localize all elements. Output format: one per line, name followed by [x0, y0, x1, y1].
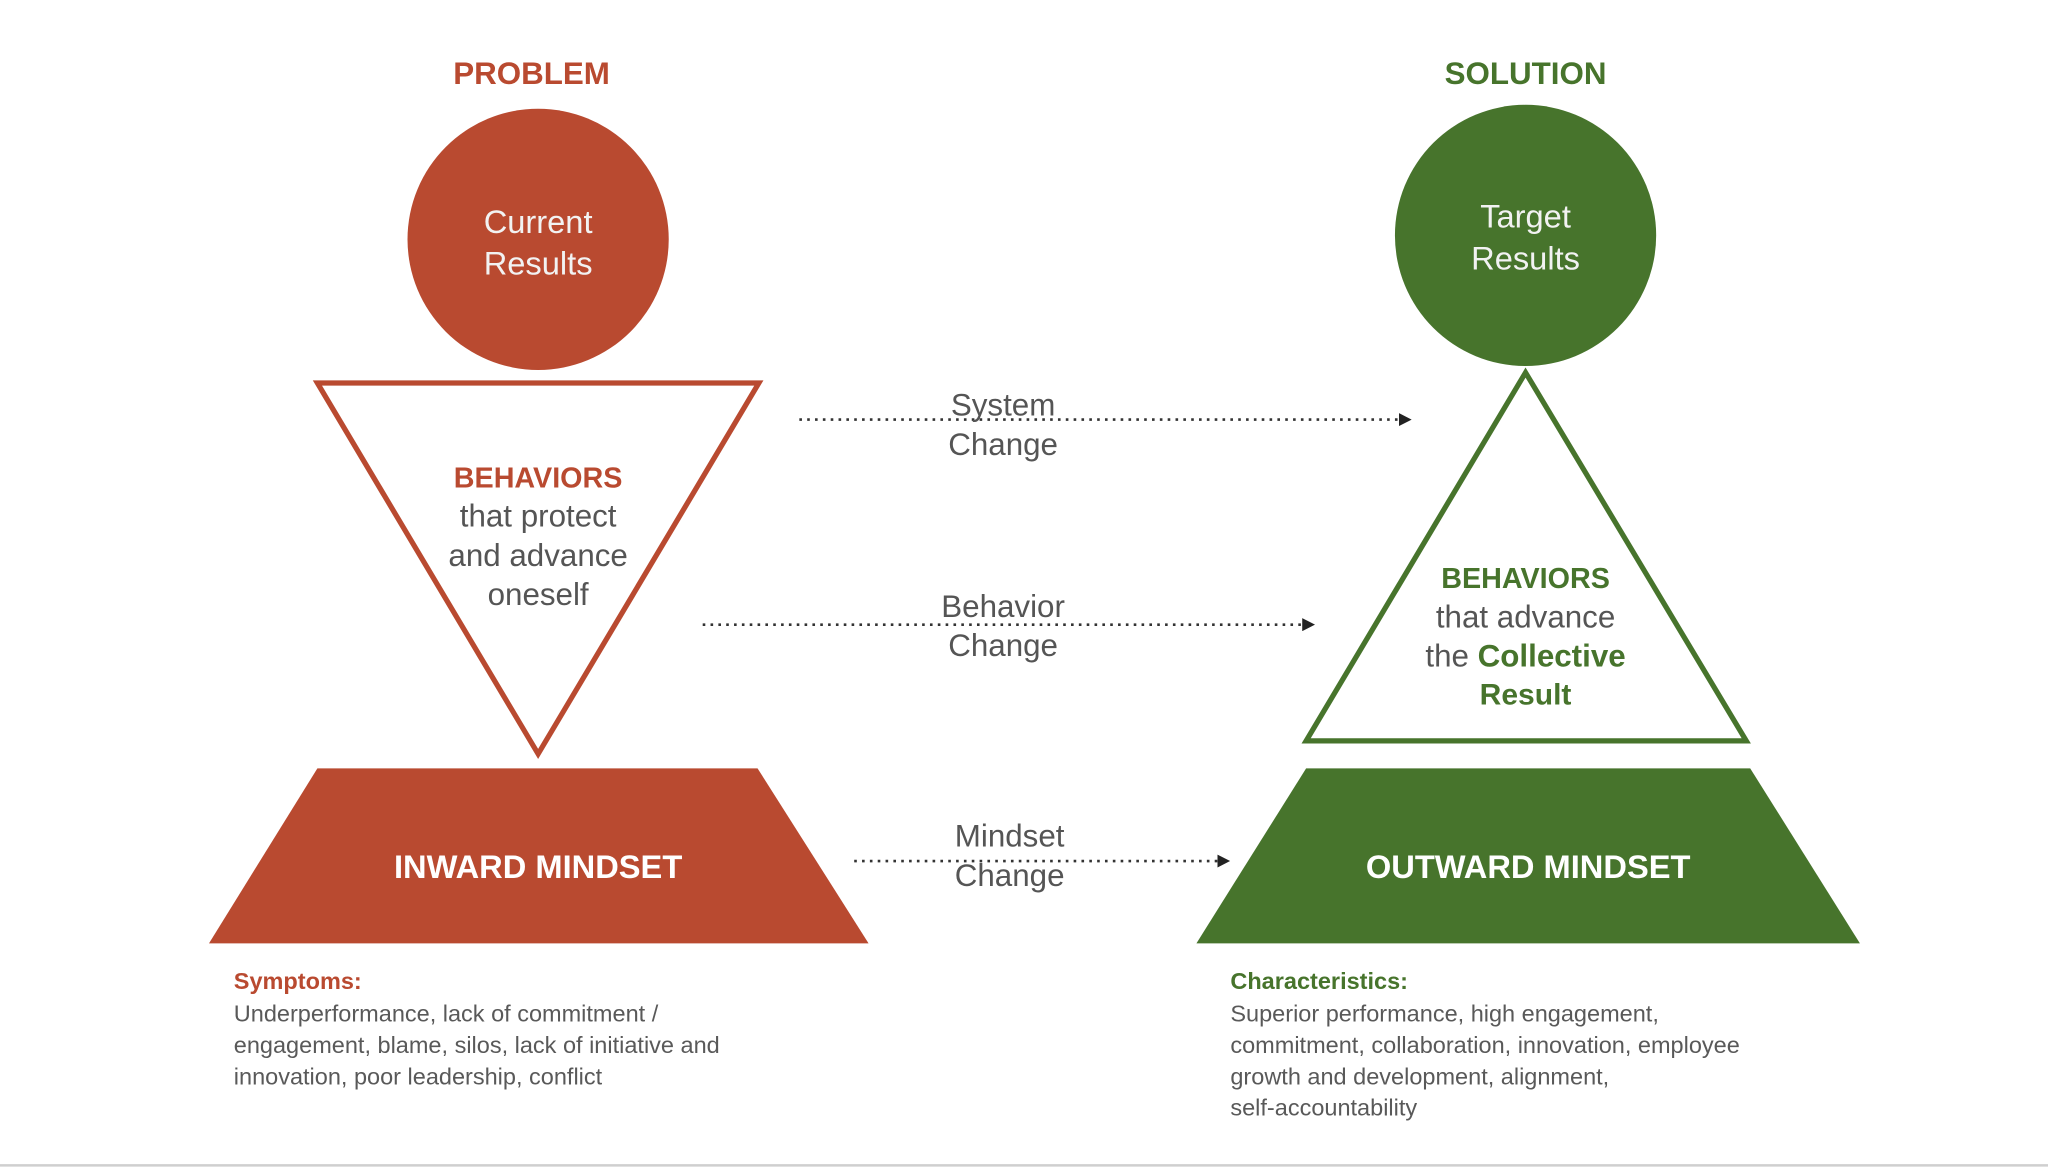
inward-behaviors-title: BEHAVIORS — [454, 463, 623, 495]
symptoms-line: innovation, poor leadership, conflict — [234, 1063, 603, 1089]
characteristics-line: growth and development, alignment, — [1230, 1063, 1609, 1089]
symptoms-line: engagement, blame, silos, lack of initia… — [234, 1032, 720, 1058]
outward-behaviors-triangle — [1301, 367, 1751, 744]
inward-behaviors-line: oneself — [488, 577, 589, 612]
inward-behaviors-triangle — [312, 380, 764, 760]
solution-heading: SOLUTION — [1445, 56, 1607, 91]
target-results-line2: Results — [1471, 239, 1580, 276]
behavior-change-label: Change — [948, 628, 1058, 663]
mindset-change-label: Mindset — [955, 819, 1065, 854]
characteristics-line: Superior performance, high engagement, — [1230, 1001, 1659, 1027]
symptoms-title: Symptoms: — [234, 968, 362, 994]
current-results-circle — [407, 108, 669, 370]
outward-behaviors-line: that advance — [1436, 599, 1615, 634]
symptoms-line: Underperformance, lack of commitment / — [234, 1001, 659, 1027]
mindset-change-label: Change — [955, 858, 1065, 893]
characteristics-line: commitment, collaboration, innovation, e… — [1230, 1032, 1739, 1058]
characteristics-title: Characteristics: — [1230, 968, 1408, 994]
outward-mindset-label: OUTWARD MINDSET — [1366, 848, 1691, 885]
current-results-line2: Results — [484, 245, 593, 282]
behavior-change-label: Behavior — [941, 589, 1065, 624]
inward-mindset-trapezoid — [208, 768, 869, 944]
system-change-label: Change — [948, 427, 1058, 462]
inward-behaviors-line: and advance — [448, 538, 627, 573]
outward-behaviors-prefix: the — [1425, 638, 1477, 673]
inward-behaviors-line: that protect — [460, 499, 617, 534]
outward-behaviors-line: the Collective — [1425, 638, 1625, 673]
characteristics-line: self-accountability — [1230, 1095, 1417, 1121]
collective-emphasis: Collective — [1478, 638, 1626, 673]
target-results-circle — [1394, 104, 1657, 367]
system-change-label: System — [951, 388, 1055, 423]
result-emphasis: Result — [1480, 678, 1572, 711]
target-results-line1: Target — [1480, 198, 1571, 235]
outward-mindset-trapezoid — [1196, 768, 1860, 944]
inward-mindset-label: INWARD MINDSET — [394, 848, 682, 885]
outward-behaviors-title: BEHAVIORS — [1441, 563, 1610, 595]
problem-heading: PROBLEM — [453, 56, 610, 91]
current-results-line1: Current — [484, 203, 593, 240]
